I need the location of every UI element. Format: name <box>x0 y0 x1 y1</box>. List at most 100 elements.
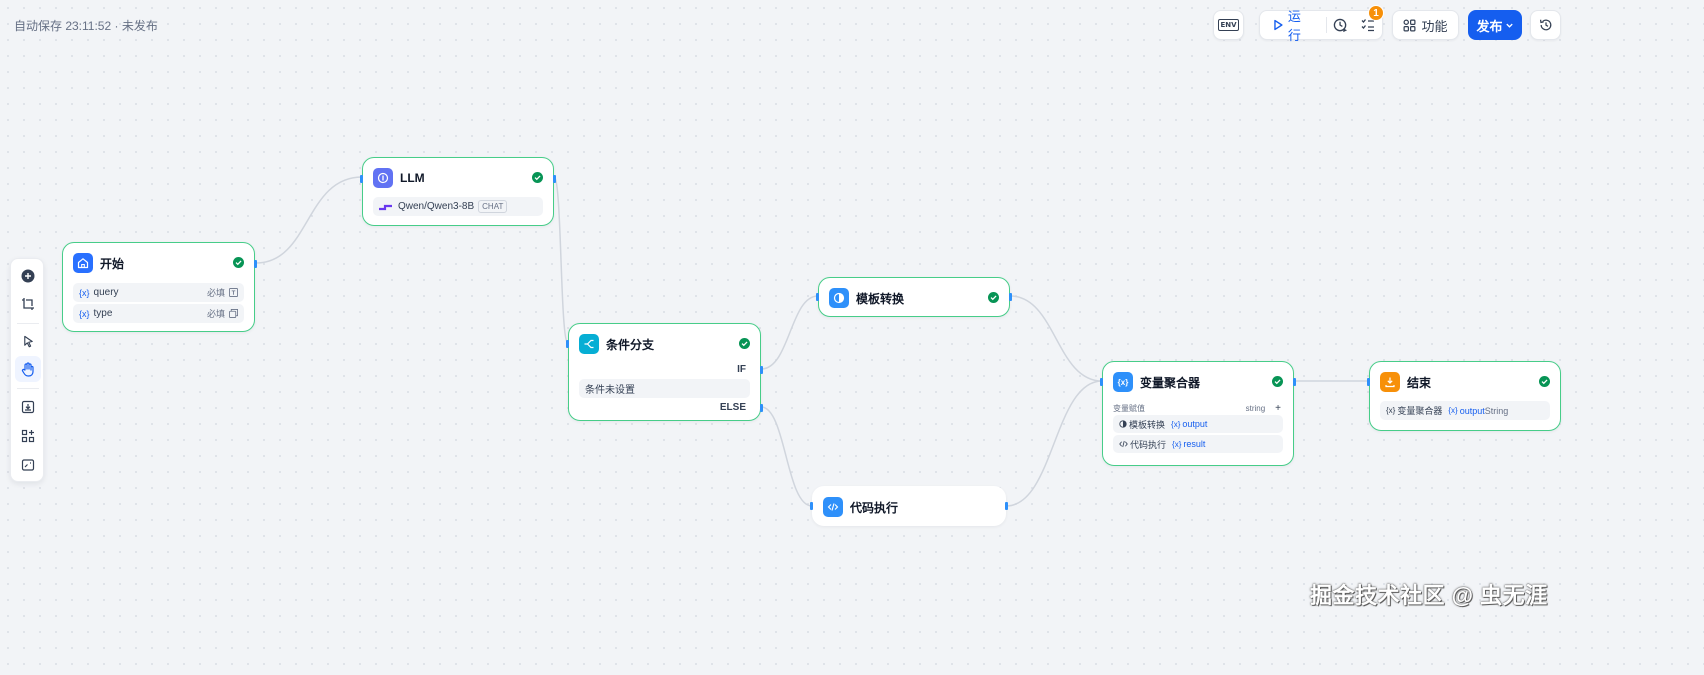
features-button[interactable]: 功能 <box>1392 10 1459 40</box>
minimap-button[interactable] <box>15 452 41 478</box>
assign-label: 变量赋值 <box>1113 403 1145 413</box>
if-output-handle[interactable] <box>760 366 763 374</box>
model-mode-tag: CHAT <box>478 200 508 213</box>
input-handle[interactable] <box>1367 378 1370 386</box>
aggregator-var-row: 代码执行 {x} result <box>1113 435 1283 453</box>
template-icon <box>829 288 849 308</box>
select-input-icon <box>229 309 238 318</box>
version-history-button[interactable] <box>1530 10 1561 40</box>
node-template-transform[interactable]: 模板转换 <box>816 277 1012 317</box>
required-label: 必填 <box>206 309 225 319</box>
node-header: 模板转换 <box>829 287 999 309</box>
output-handle[interactable] <box>1293 378 1296 386</box>
condition-placeholder-row: 条件未设置 <box>579 379 750 398</box>
checklist-count-badge: 1 <box>1368 5 1384 21</box>
input-handle[interactable] <box>816 293 819 301</box>
output-handle[interactable] <box>254 260 257 268</box>
output-handle[interactable] <box>1009 293 1012 301</box>
variable-icon: {x} <box>1386 406 1396 415</box>
node-end[interactable]: 结束 {x} 变量聚合器 {x} output String <box>1367 361 1561 431</box>
variable-name: result <box>1183 439 1206 449</box>
node-header: 结束 <box>1380 371 1550 393</box>
input-handle[interactable] <box>360 175 363 183</box>
watermark: 掘金技术社区 @ 虫无涯 <box>1310 583 1548 608</box>
history-run-button[interactable] <box>1327 11 1355 39</box>
node-llm[interactable]: LLM Qwen/Qwen3-8B CHAT <box>360 157 556 226</box>
add-node-button[interactable] <box>15 263 41 289</box>
check-circle-icon <box>739 338 750 349</box>
home-icon <box>73 253 93 273</box>
edge-template-aggregator <box>1009 295 1103 382</box>
hand-icon <box>21 361 34 377</box>
minimap-icon <box>21 459 35 471</box>
node-header: {x} 变量聚合器 <box>1113 371 1283 393</box>
add-note-button[interactable] <box>15 291 41 317</box>
checklist-icon <box>1361 19 1375 32</box>
variable-icon: {x} <box>79 287 90 298</box>
cursor-icon <box>23 335 33 347</box>
env-button[interactable]: ENV <box>1213 10 1244 40</box>
input-handle[interactable] <box>810 502 813 510</box>
aggregator-assign-header: 变量赋值 string + <box>1113 402 1281 414</box>
run-button[interactable]: 运行 <box>1260 9 1326 43</box>
model-name: Qwen/Qwen3-8B <box>398 201 475 212</box>
node-title: 条件分支 <box>606 337 655 352</box>
start-var-row: {x} query 必填 <box>73 283 244 302</box>
hand-mode-button[interactable] <box>15 356 41 382</box>
image-export-icon <box>21 400 35 414</box>
start-var-row: {x} type 必填 <box>73 304 244 323</box>
variable-aggregator-icon: {x} <box>1113 372 1133 392</box>
add-variable-button[interactable]: + <box>1275 402 1281 414</box>
else-output-handle[interactable] <box>760 404 763 412</box>
env-icon: ENV <box>1218 19 1239 31</box>
variable-name: output <box>1459 405 1485 416</box>
check-circle-icon <box>1539 376 1550 387</box>
export-image-button[interactable] <box>15 394 41 420</box>
llm-icon <box>373 168 393 188</box>
template-icon <box>1119 420 1127 428</box>
node-title: 结束 <box>1407 375 1432 390</box>
grid-add-icon <box>21 429 35 443</box>
code-icon <box>823 497 843 517</box>
input-handle[interactable] <box>1100 378 1103 386</box>
edge-code-aggregator <box>1005 380 1103 507</box>
source-node-name: 代码执行 <box>1130 439 1167 450</box>
branch-icon <box>579 334 599 354</box>
output-handle[interactable] <box>1005 502 1008 510</box>
output-handle[interactable] <box>553 175 556 183</box>
play-icon <box>1274 19 1283 31</box>
source-node-name: 模板转换 <box>1129 419 1166 430</box>
organize-blocks-button[interactable] <box>15 423 41 449</box>
edge-else-code <box>760 406 813 507</box>
node-variable-aggregator[interactable]: {x} 变量聚合器 变量赋值 string + 模板转换 {x} output … <box>1100 361 1296 466</box>
node-title: LLM <box>400 171 425 185</box>
chevron-down-icon <box>1505 23 1513 28</box>
edge-if-template <box>760 295 819 370</box>
input-handle[interactable] <box>566 340 569 348</box>
variable-type: String <box>1484 405 1509 416</box>
variable-icon: {x} <box>79 308 90 319</box>
condition-placeholder: 条件未设置 <box>585 385 635 396</box>
node-title: 模板转换 <box>856 291 905 306</box>
variable-name: output <box>1182 419 1208 429</box>
palette-divider <box>17 323 39 324</box>
publish-button[interactable]: 发布 <box>1468 10 1522 40</box>
text-input-icon <box>229 288 238 297</box>
tool-palette <box>10 258 44 482</box>
checklist-button[interactable]: 1 <box>1354 5 1384 39</box>
variable-icon: {x} <box>1448 406 1458 415</box>
node-code-execution[interactable]: 代码执行 <box>810 486 1008 526</box>
features-label: 功能 <box>1421 18 1448 34</box>
llm-model-row: Qwen/Qwen3-8B CHAT <box>373 197 543 216</box>
run-toolbar-group: 运行 1 <box>1259 5 1384 43</box>
end-icon <box>1380 372 1400 392</box>
check-circle-icon <box>988 292 999 303</box>
publish-label: 发布 <box>1476 18 1503 34</box>
node-condition[interactable]: 条件分支 IF 条件未设置 ELSE <box>566 323 763 421</box>
pointer-mode-button[interactable] <box>15 328 41 354</box>
variable-icon: {x} <box>1172 439 1182 449</box>
aggregator-var-row: 模板转换 {x} output <box>1113 415 1283 433</box>
node-start[interactable]: 开始 {x} query 必填 {x} type 必填 <box>62 242 257 332</box>
variable-name: query <box>93 287 119 298</box>
